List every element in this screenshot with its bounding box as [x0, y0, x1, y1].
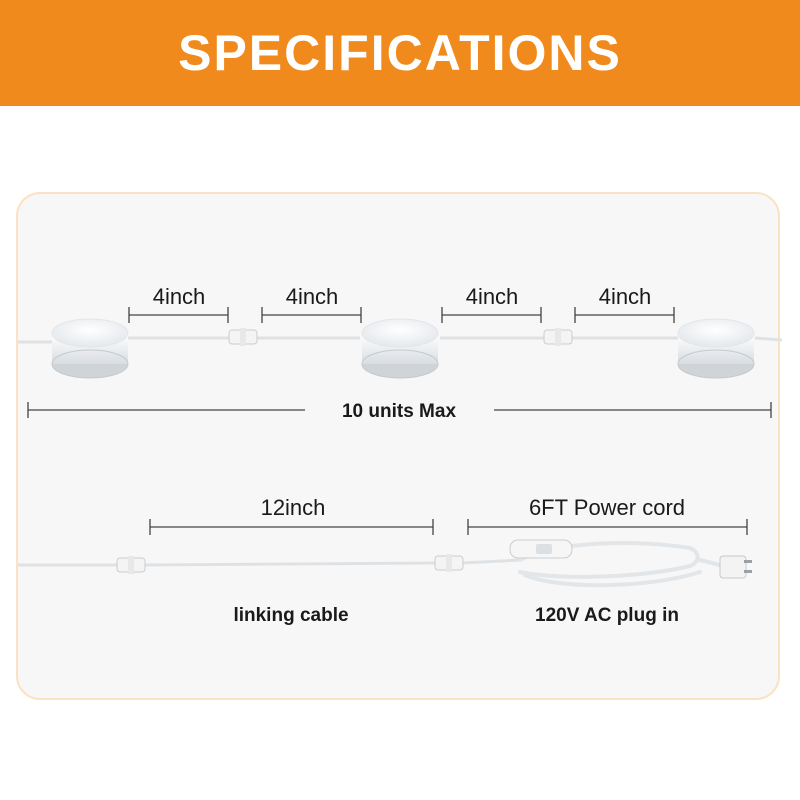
linking-cable [18, 558, 521, 567]
page-title: SPECIFICATIONS [178, 25, 622, 81]
header-banner: SPECIFICATIONS [0, 0, 800, 106]
wire-connector [228, 328, 258, 346]
power-cord-caption: 120V AC plug in [535, 605, 679, 626]
led-puck-light [677, 318, 755, 379]
wire-connector [116, 556, 146, 574]
led-puck-light [51, 318, 129, 379]
dimension-line-4inch [261, 307, 362, 323]
max-length-line [27, 402, 772, 418]
wire-connector [543, 328, 573, 346]
wire-connector [434, 554, 464, 572]
led-puck-light [361, 318, 439, 379]
dimension-line-12inch [149, 519, 434, 535]
linking-cable-caption: linking cable [233, 605, 348, 626]
spacing-label: 4inch [599, 284, 652, 309]
spacing-label: 4inch [466, 284, 519, 309]
dimension-line-4inch [441, 307, 542, 323]
cord-length-label: 6FT Power cord [529, 495, 685, 520]
dimension-line-6ft [467, 519, 748, 535]
ac-plug-icon [719, 555, 752, 579]
dimension-line-4inch [574, 307, 675, 323]
max-units-label: 10 units Max [342, 401, 456, 422]
dimension-line-4inch [128, 307, 229, 323]
spacing-label: 4inch [286, 284, 339, 309]
spacing-label: 4inch [153, 284, 206, 309]
cable-length-label: 12inch [261, 495, 326, 520]
diagram-panel [16, 192, 780, 700]
inline-switch [509, 539, 573, 559]
